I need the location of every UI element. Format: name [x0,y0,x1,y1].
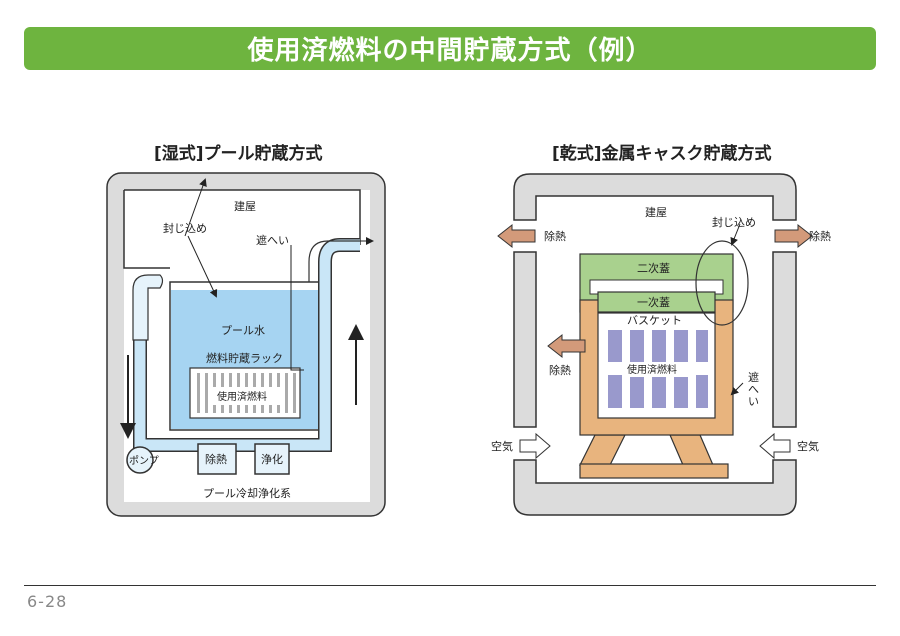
heat-arrow-cask [547,333,586,359]
dry-shield-label-2: へ [748,383,759,396]
dry-shield-label-3: い [748,395,759,408]
heat-arrow-right [774,223,813,249]
cask-base [579,463,729,479]
secondary-lid-label: 二次蓋 [637,261,670,275]
purify-label: 浄化 [261,452,283,466]
footer-divider [24,585,876,586]
dry-section-title: [乾式]金属キャスク貯蔵方式 [552,144,772,164]
purifier-box [254,443,290,475]
skimmer [132,274,164,341]
wet-building-line [123,189,361,269]
air-right-label: 空気 [797,439,819,453]
cleanup-system-label: プール冷却浄化系 [203,486,291,500]
wet-section-title: [湿式]プール貯蔵方式 [154,144,323,164]
shield-pointer [290,245,304,371]
dry-floor [513,459,797,516]
pool-water-label: プール水 [221,324,265,337]
pump [126,446,154,474]
page-number: 6-28 [27,592,68,611]
heat-arrow-left [497,223,536,249]
dry-shield-label-1: 遮 [748,370,759,384]
wet-shield-label: 遮へい [256,233,289,247]
title-bar: 使用済燃料の中間貯蔵方式（例） [24,27,876,70]
pump-label: ポンプ [129,455,159,467]
wet-building-label: 建屋 [234,199,256,213]
dry-building-label: 建屋 [645,205,667,219]
dry-heat-left-label: 除熱 [544,229,566,243]
wet-fuel-label: 使用済燃料 [217,390,267,403]
primary-lid [597,291,716,313]
seal-arrow-up [184,178,207,237]
seal-arrow-down [187,235,218,298]
dry-roof [513,173,797,221]
dry-fuel-label: 使用済燃料 [627,363,677,376]
dry-heat-cask-label: 除熱 [549,363,571,377]
wet-seal-label: 封じ込め [163,221,207,235]
air-arrow-left [519,432,551,460]
rack-label: 燃料貯蔵ラック [206,351,283,365]
dry-wall-left [513,251,537,428]
heat-removal-box [197,443,237,475]
page-title: 使用済燃料の中間貯蔵方式（例） [247,36,653,66]
dry-heat-right-label: 除熱 [809,229,831,243]
primary-lid-label: 一次蓋 [637,295,670,309]
dry-seal-label: 封じ込め [712,215,756,229]
dry-wall-right [772,251,797,428]
dry-diagram: 建屋 封じ込め 除熱 除熱 除熱 二次蓋 一次蓋 バスケット 使用済燃料 遮 へ… [491,173,831,516]
air-arrow-right [759,432,791,460]
air-left-label: 空気 [491,439,513,453]
cooling-pipe [134,239,360,451]
cask-supports [579,434,714,466]
basket-label: バスケット [627,314,682,327]
heat-removal-label: 除熱 [205,452,227,466]
seal-ellipse [695,240,749,326]
cask-fuel-assemblies [608,330,708,408]
wet-diagram: 建屋 封じ込め 遮へい プール水 燃料貯蔵ラック 使用済燃料 ポンプ 除熱 浄化… [106,172,386,517]
